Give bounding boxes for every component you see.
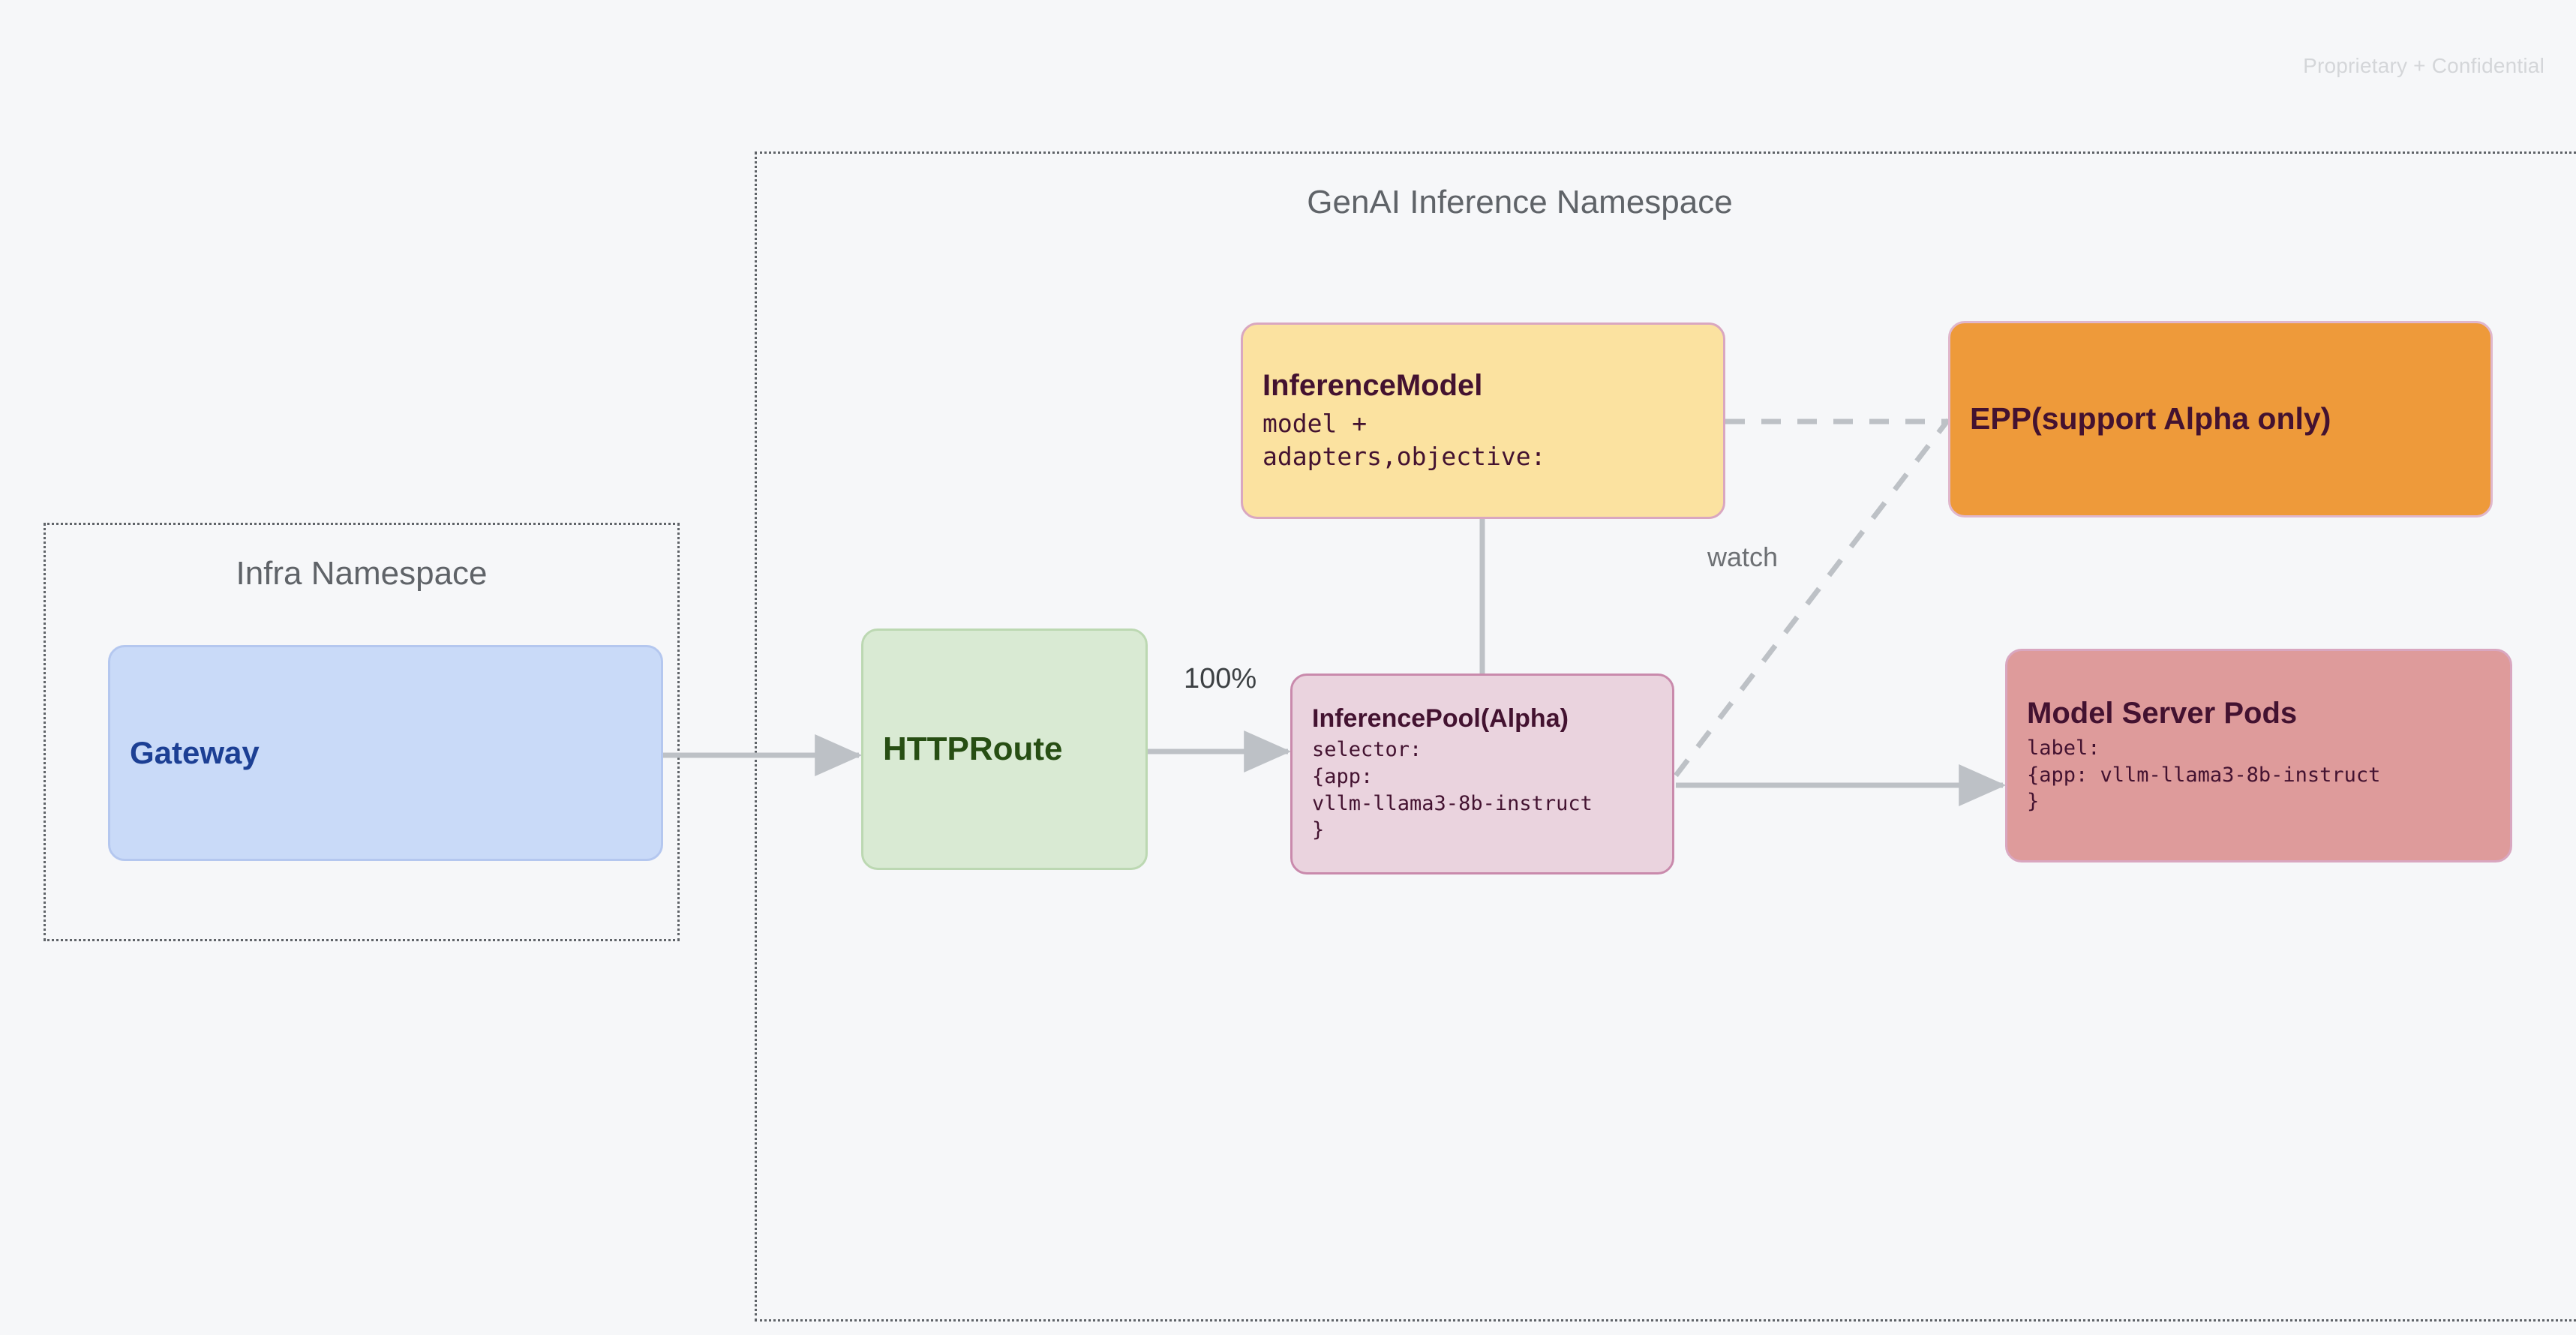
confidential-watermark: Proprietary + Confidential <box>2303 54 2544 77</box>
node-gateway[interactable]: Gateway <box>108 645 663 861</box>
node-model-server-pods-body: label: {app: vllm-llama3-8b-instruct } <box>2027 736 2381 814</box>
node-model-server-pods-title: Model Server Pods <box>2027 697 2298 730</box>
node-httproute-title: HTTPRoute <box>883 730 1063 767</box>
node-epp[interactable]: EPP(support Alpha only) <box>1948 321 2493 518</box>
node-inference-pool[interactable]: InferencePool(Alpha) selector: {app: vll… <box>1290 674 1674 874</box>
node-inference-model[interactable]: InferenceModel model + adapters,objectiv… <box>1241 322 1725 519</box>
infra-namespace-title: Infra Namespace <box>236 555 488 592</box>
node-httproute[interactable]: HTTPRoute <box>861 628 1148 870</box>
genai-inference-namespace-title: GenAI Inference Namespace <box>1307 184 1733 220</box>
infra-namespace-container <box>44 523 680 941</box>
edge-label-traffic-weight: 100% <box>1184 663 1257 694</box>
node-inference-model-body: model + adapters,objective: <box>1262 409 1546 471</box>
node-epp-title: EPP(support Alpha only) <box>1970 401 2331 436</box>
node-inference-pool-title: InferencePool(Alpha) <box>1312 704 1569 734</box>
node-gateway-title: Gateway <box>130 734 260 770</box>
node-inference-model-title: InferenceModel <box>1262 369 1483 403</box>
edge-label-watch: watch <box>1707 542 1779 572</box>
genai-inference-namespace-container <box>755 152 2576 1322</box>
node-inference-pool-body: selector: {app: vllm-llama3-8b-instruct … <box>1312 738 1593 842</box>
node-model-server-pods[interactable]: Model Server Pods label: {app: vllm-llam… <box>2005 649 2512 862</box>
